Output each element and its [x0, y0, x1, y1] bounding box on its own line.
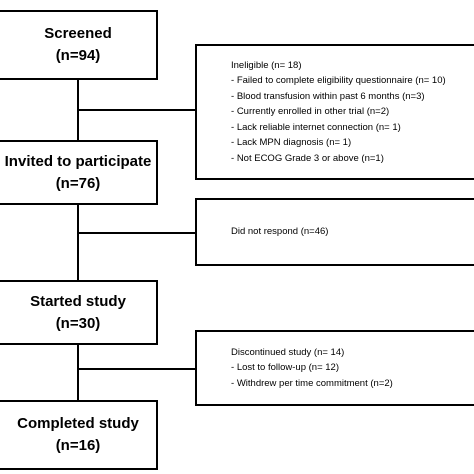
invited-title: Invited to participate — [4, 152, 152, 170]
no-response-header: Did not respond (n=46) — [231, 226, 329, 238]
discontinued-header: Discontinued study (n= 14) — [231, 346, 345, 358]
ineligible-box: Ineligible (n= 18) Failed to complete el… — [195, 44, 474, 180]
screened-box: Screened (n=94) — [0, 10, 158, 80]
connector-invited-started — [77, 205, 79, 280]
no-response-box: Did not respond (n=46) — [195, 198, 474, 266]
discontinued-box: Discontinued study (n= 14) Lost to follo… — [195, 330, 474, 406]
invited-box: Invited to participate (n=76) — [0, 140, 158, 205]
started-box: Started study (n=30) — [0, 280, 158, 345]
ineligible-header: Ineligible (n= 18) — [231, 59, 302, 71]
ineligible-item: Currently enrolled in other trial (n=2) — [231, 104, 468, 120]
connector-to-ineligible — [77, 109, 195, 111]
ineligible-item: Lack MPN diagnosis (n= 1) — [231, 135, 468, 151]
connector-to-no-response — [77, 232, 195, 234]
discontinued-item: Withdrew per time commitment (n=2) — [231, 376, 468, 392]
completed-box: Completed study (n=16) — [0, 400, 158, 470]
connector-started-completed — [77, 345, 79, 400]
ineligible-item: Failed to complete eligibility questionn… — [231, 73, 468, 89]
connector-to-discontinued — [77, 368, 195, 370]
screened-count: (n=94) — [55, 47, 101, 64]
started-title: Started study — [30, 292, 126, 310]
ineligible-item: Lack reliable internet connection (n= 1) — [231, 120, 468, 136]
screened-title: Screened — [44, 25, 112, 42]
invited-count: (n=76) — [55, 174, 101, 192]
completed-title: Completed study — [17, 415, 139, 432]
discontinued-item: Lost to follow-up (n= 12) — [231, 360, 468, 376]
ineligible-item: Not ECOG Grade 3 or above (n=1) — [231, 151, 468, 167]
ineligible-item: Blood transfusion within past 6 months (… — [231, 89, 468, 105]
started-count: (n=30) — [55, 314, 101, 332]
completed-count: (n=16) — [55, 437, 101, 454]
